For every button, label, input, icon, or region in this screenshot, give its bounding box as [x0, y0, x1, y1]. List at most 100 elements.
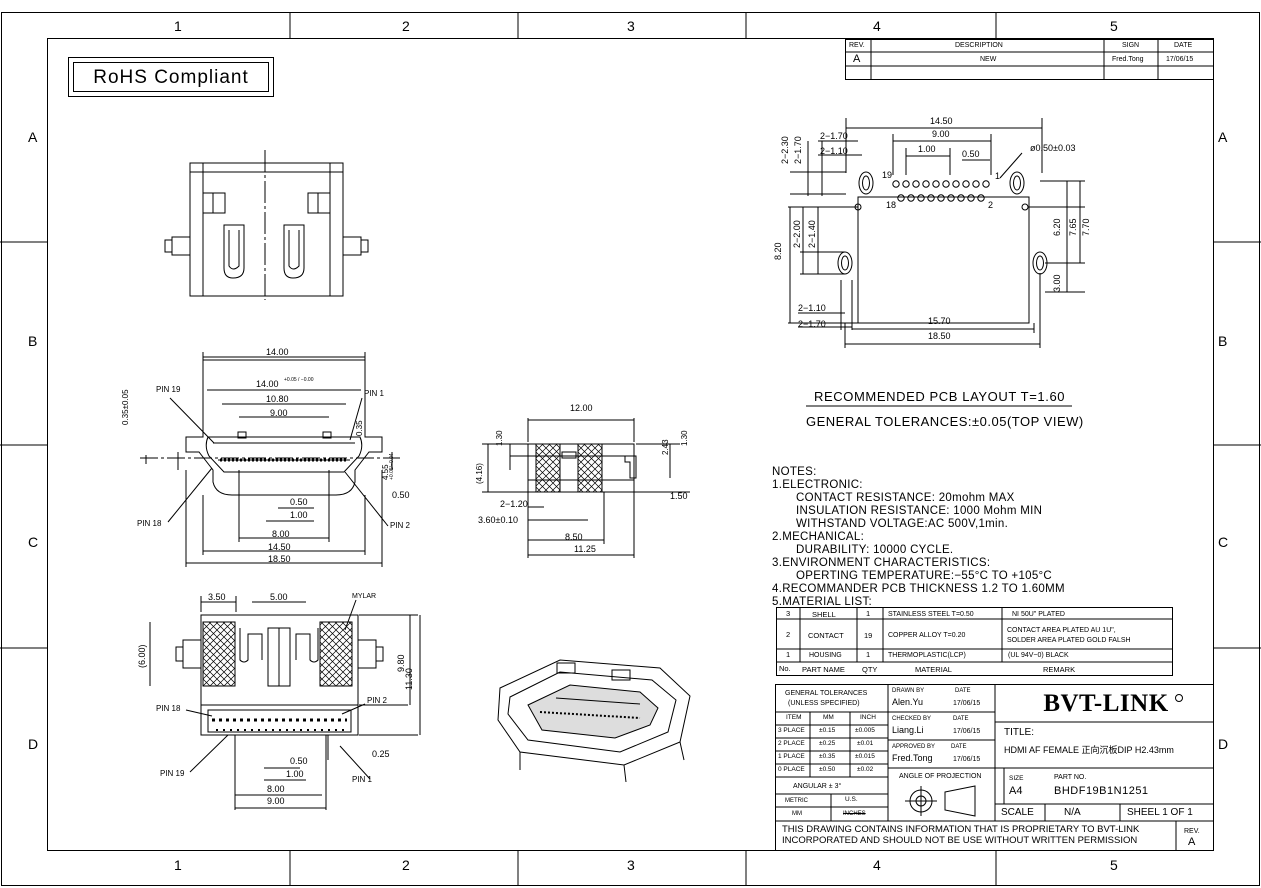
note-line-8: OPERTING TEMPERATURE:−55°C TO +105°C: [796, 570, 1053, 582]
tol-row4-mm: ±0.50: [819, 766, 836, 773]
sheet-value: SHEEL 1 OF 1: [1127, 807, 1193, 818]
front-dim-0-50-right: 0.50: [392, 490, 410, 500]
pcb-pin2: 2: [988, 200, 994, 210]
pcb-pad: [902, 180, 910, 188]
mat-header-qty: QTY: [862, 665, 878, 674]
mat-row2-part: CONTACT: [808, 631, 844, 640]
side-dim-11-25: 11.25: [574, 544, 596, 554]
drawn-by-label: DRAWN BY: [892, 688, 925, 694]
front-pin1: PIN 1: [364, 389, 385, 398]
bottom-pin1: PIN 1: [352, 775, 373, 784]
pcb-pad: [942, 180, 950, 188]
mat-header-part: PART NAME: [802, 665, 845, 674]
row-label-a: A: [28, 129, 38, 145]
rev-label-title-block: REV.: [1184, 828, 1200, 835]
mat-header-remark: REMARK: [1043, 665, 1076, 674]
bottom-dim-9-00: 9.00: [267, 796, 285, 806]
pcb-pad: [972, 180, 980, 188]
bottom-view-drawing: [149, 596, 421, 810]
pcb-dim-2-1-70-v: 2−1.70: [793, 136, 803, 164]
bottom-dim-1-00: 1.00: [286, 769, 304, 779]
title-block-lines: [775, 684, 1214, 851]
bottom-dim-0-50: 0.50: [290, 756, 308, 766]
pcb-pad: [927, 194, 935, 202]
tol-row4-inch: ±0.02: [857, 766, 874, 773]
rohs-badge: RoHS Compliant: [68, 57, 274, 97]
revision-table-lines: [845, 39, 1214, 80]
top-view-drawing: [164, 150, 369, 300]
scale-value: N/A: [1064, 807, 1081, 818]
mat-row2-qty: 19: [864, 631, 873, 640]
tol-row4-item: 0 PLACE: [778, 766, 805, 773]
col-label-4: 4: [873, 18, 881, 34]
mat-row3-material: STAINLESS STEEL T=0.50: [888, 611, 974, 618]
pcb-dim-18-50: 18.50: [928, 331, 951, 341]
tol-row2-mm: ±0.25: [819, 740, 836, 747]
tol-row1-mm: ±0.15: [819, 727, 836, 734]
pcb-dim-8-20: 8.20: [773, 242, 783, 260]
mat-row2-material: COPPER ALLOY T=0.20: [888, 632, 966, 639]
pcb-dim-2-1-40: 2−1.40: [807, 220, 817, 248]
bottom-dim-6-00: (6.00): [137, 644, 147, 668]
title-label: TITLE:: [1004, 727, 1035, 738]
tol-row3-mm: ±0.35: [819, 753, 836, 760]
pcb-dim-2-1-10-top: 2−1.10: [820, 146, 848, 156]
bottom-mylar: MYLAR: [352, 593, 377, 600]
mm-label: MM: [792, 811, 802, 817]
col-label-2-bottom: 2: [402, 857, 410, 873]
drawn-by-value: Alen.Yu: [892, 697, 924, 707]
sheet-frame: [0, 12, 1261, 886]
rohs-badge-text: RoHS Compliant: [73, 62, 269, 92]
side-view-drawing: [482, 418, 690, 558]
rev-value-title-block: A: [1188, 836, 1196, 848]
company-logo: BVT-LINK: [1043, 690, 1169, 717]
note-line-5: 2.MECHANICAL:: [772, 531, 865, 543]
note-line-6: DURABILITY: 10000 CYCLE.: [796, 544, 954, 556]
front-dim-tol: +0.05 / −0.00: [284, 377, 314, 383]
pcb-pad: [937, 194, 945, 202]
tol-header-inch: INCH: [860, 714, 876, 721]
pcb-pad: [907, 194, 915, 202]
part-no-value: BHDF19B1N1251: [1054, 785, 1149, 797]
row-label-a-right: A: [1218, 129, 1228, 145]
disclaimer-line-1: THIS DRAWING CONTAINS INFORMATION THAT I…: [782, 824, 1140, 835]
tol-row1-inch: ±0.005: [855, 727, 875, 734]
mat-header-no: No.: [779, 664, 791, 673]
row-label-b-right: B: [1218, 333, 1228, 349]
mat-row1-qty: 1: [866, 650, 871, 659]
approved-by-value: Fred.Tong: [892, 753, 933, 763]
pcb-pad: [977, 194, 985, 202]
front-dim-14-00: 14.00: [266, 347, 289, 357]
front-dim-18-50: 18.50: [268, 554, 291, 564]
pcb-pad: [932, 180, 940, 188]
isometric-view-drawing: [497, 659, 691, 783]
bottom-dim-8-00: 8.00: [267, 784, 285, 794]
checked-by-date: 17/06/15: [953, 728, 981, 735]
note-line-9: 4.RECOMMANDER PCB THICKNESS 1.2 TO 1.60M…: [772, 583, 1065, 595]
front-dim-0-35: 0.35: [355, 420, 364, 436]
size-label: SIZE: [1009, 775, 1024, 782]
front-pin2: PIN 2: [390, 521, 411, 530]
checked-by-label: CHECKED BY: [892, 716, 932, 722]
bottom-dim-3-50: 3.50: [208, 592, 226, 602]
pcb-dim-7-70: 7.70: [1081, 218, 1091, 236]
metric-label: METRIC: [785, 798, 808, 804]
checked-by-value: Liang.Li: [892, 725, 924, 735]
mat-row2-remark-2: SOLDER AREA PLATED GOLD FALSH: [1007, 637, 1131, 644]
front-dim-14-50: 14.50: [268, 542, 291, 552]
mat-row1-part: HOUSING: [809, 652, 842, 659]
scale-label: SCALE: [1001, 807, 1034, 818]
tol-header-item: ITEM: [786, 714, 802, 721]
pcb-dim-2-1-70-top: 2−1.70: [820, 131, 848, 141]
mat-row3-part: SHELL: [812, 610, 836, 619]
drawing-title: HDMI AF FEMALE 正向沉板DIP H2.43mm: [1004, 745, 1174, 755]
row-label-c: C: [28, 534, 39, 550]
pcb-pad: [897, 194, 905, 202]
pcb-pin18: 18: [886, 200, 897, 210]
mat-row2-no: 2: [786, 630, 791, 639]
drawn-by-date-label: DATE: [955, 688, 971, 694]
note-line-1: 1.ELECTRONIC:: [772, 479, 863, 491]
rev-header-date: DATE: [1174, 42, 1193, 49]
col-label-2: 2: [402, 18, 410, 34]
